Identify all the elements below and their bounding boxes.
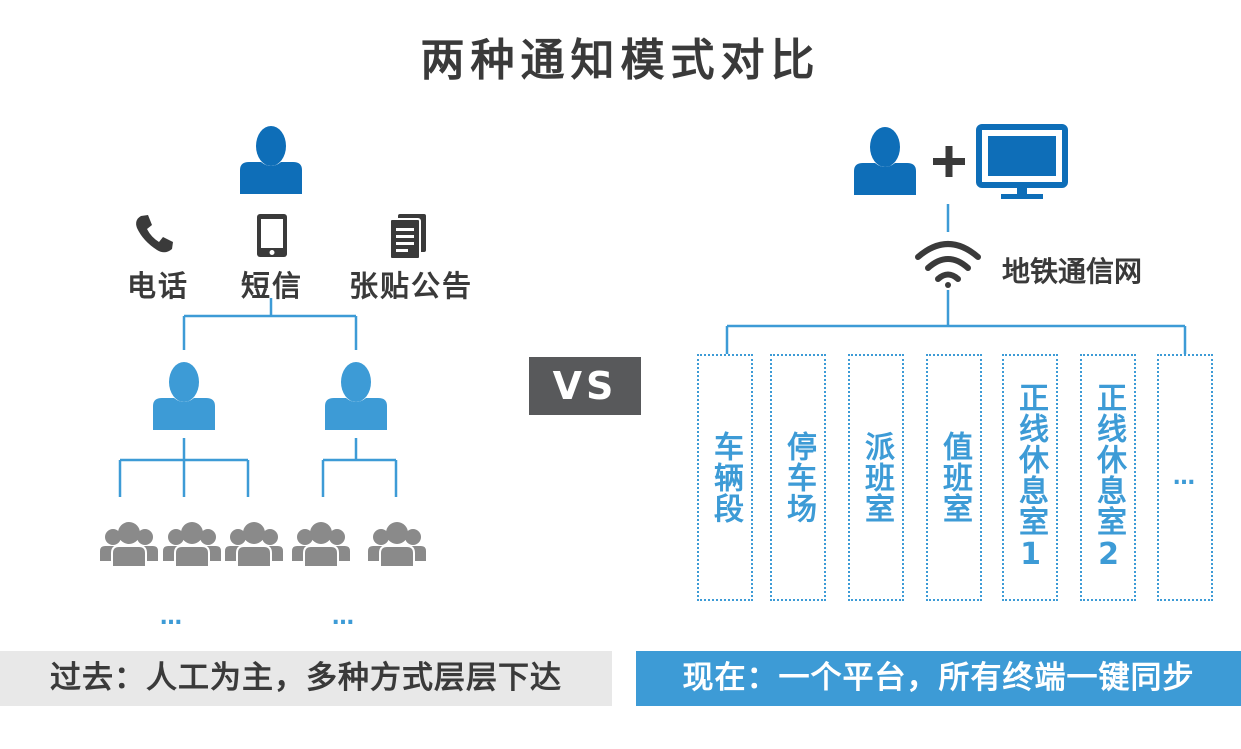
staff-group-icon bbox=[99, 521, 159, 568]
channel-label-notice: 张贴公告 bbox=[348, 269, 473, 303]
destination-box-more: … bbox=[1157, 354, 1213, 601]
channel-label-sms: 短信 bbox=[240, 269, 303, 303]
ellipsis-left-1: … bbox=[160, 605, 184, 630]
destination-box-depot: 车辆段 bbox=[697, 354, 753, 601]
staff-group-icon bbox=[162, 521, 222, 568]
middle-manager-person-icon bbox=[153, 362, 215, 430]
ellipsis-left-2: … bbox=[332, 605, 356, 630]
document-icon bbox=[389, 214, 426, 260]
mobile-icon bbox=[257, 214, 287, 257]
now-caption: 现在：一个平台，所有终端一键同步 bbox=[636, 651, 1241, 706]
operator-person-icon bbox=[854, 127, 916, 195]
destination-label: 正线休息室1 bbox=[1013, 382, 1048, 573]
page-title: 两种通知模式对比 bbox=[420, 35, 821, 86]
middle-manager-person-icon bbox=[325, 362, 387, 430]
top-manager-person-icon bbox=[240, 126, 302, 194]
destination-label: 正线休息室2 bbox=[1091, 382, 1126, 573]
destination-label: 停车场 bbox=[781, 431, 816, 524]
destination-more-ellipsis: … bbox=[1173, 465, 1197, 490]
destination-box-restroom-1: 正线休息室1 bbox=[1002, 354, 1058, 601]
destination-box-dispatch: 派班室 bbox=[848, 354, 904, 601]
monitor-icon bbox=[976, 124, 1068, 199]
past-caption: 过去：人工为主，多种方式层层下达 bbox=[0, 651, 612, 706]
left-tree-lines bbox=[118, 298, 398, 497]
right-tree-lines bbox=[725, 204, 1187, 354]
network-label: 地铁通信网 bbox=[1002, 255, 1143, 288]
vs-badge: VS bbox=[529, 357, 641, 415]
destination-box-parking: 停车场 bbox=[770, 354, 826, 601]
destination-box-restroom-2: 正线休息室2 bbox=[1080, 354, 1136, 601]
channel-label-phone: 电话 bbox=[126, 269, 189, 303]
staff-group-icon bbox=[224, 521, 284, 568]
wifi-icon bbox=[915, 241, 981, 288]
plus-icon bbox=[933, 146, 965, 177]
destination-box-duty: 值班室 bbox=[926, 354, 982, 601]
destination-label: 车辆段 bbox=[708, 431, 743, 524]
staff-group-icon bbox=[291, 521, 351, 568]
staff-group-icon bbox=[367, 521, 427, 568]
phone-icon bbox=[136, 215, 173, 253]
destination-label: 值班室 bbox=[937, 431, 972, 524]
destination-label: 派班室 bbox=[859, 431, 894, 524]
